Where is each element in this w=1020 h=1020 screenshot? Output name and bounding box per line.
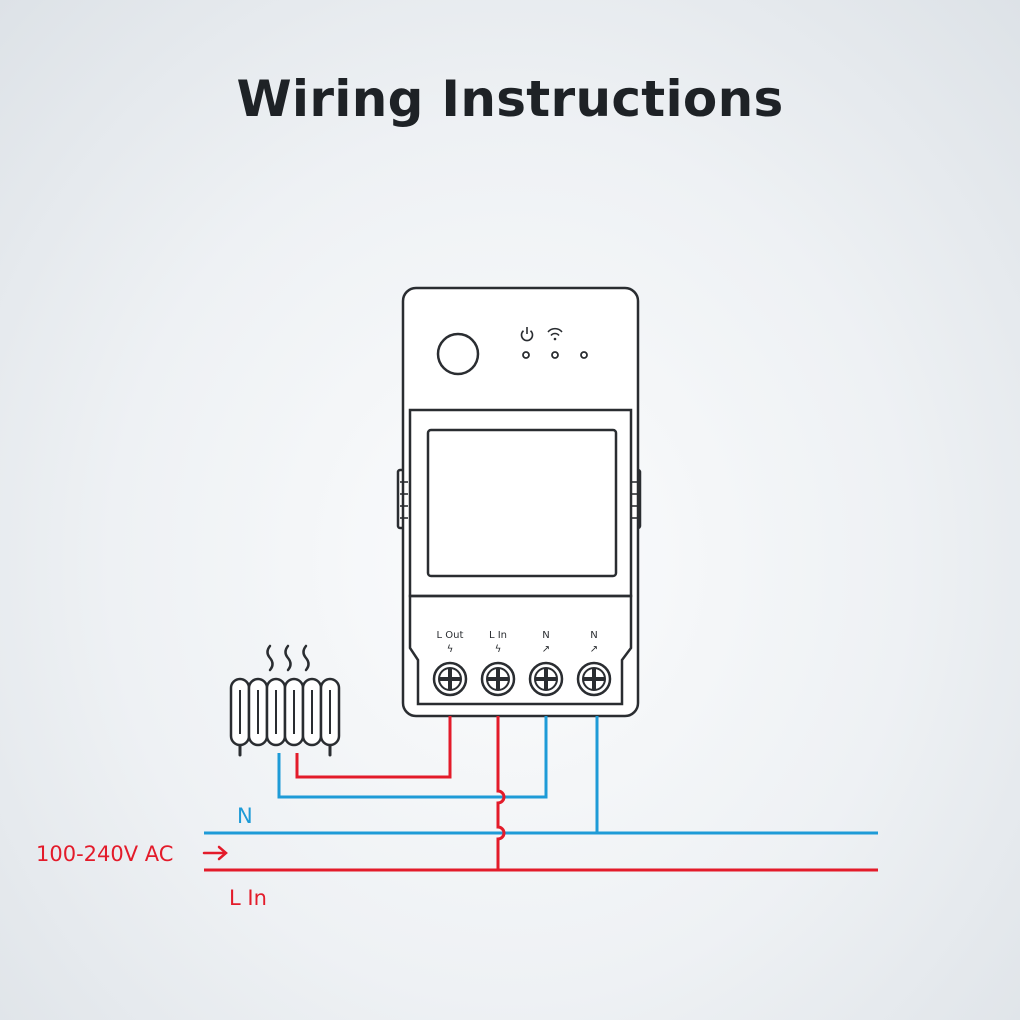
screw-terminals xyxy=(432,661,612,697)
terminal-label-n1: N xyxy=(542,630,549,641)
screw-terminal-icon xyxy=(480,661,516,697)
lightning-icon: ϟ xyxy=(447,644,454,655)
arrow-right-icon xyxy=(202,845,228,861)
wifi-icon xyxy=(547,327,563,341)
page-title: Wiring Instructions xyxy=(236,70,784,128)
power-icon xyxy=(520,327,534,342)
neutral-symbol-icon: ↗ xyxy=(590,644,598,655)
heater-icon xyxy=(229,644,341,757)
lightning-icon: ϟ xyxy=(495,644,502,655)
led-power xyxy=(522,351,530,359)
display-screen xyxy=(426,428,618,578)
led-indicators xyxy=(522,351,588,359)
terminal-label-l-out: L Out xyxy=(437,630,464,641)
wire-lout-to-heater xyxy=(295,716,452,779)
supply-voltage-label: 100-240V AC xyxy=(36,842,173,866)
neutral-line-label: N xyxy=(237,804,253,828)
wire-lin-to-live xyxy=(496,716,506,870)
wires xyxy=(204,716,878,872)
neutral-symbol-icon: ↗ xyxy=(542,644,550,655)
terminal-symbols: ϟ ϟ ↗ ↗ xyxy=(447,644,599,655)
terminal-labels: L Out L In N N xyxy=(437,630,598,641)
terminal-label-l-in: L In xyxy=(489,630,507,641)
terminal-block xyxy=(408,594,633,706)
screw-terminal-icon xyxy=(528,661,564,697)
wire-n1-to-heater xyxy=(277,716,548,799)
pairing-button xyxy=(436,332,480,376)
smart-switch-device xyxy=(396,286,642,718)
screw-terminal-icon xyxy=(432,661,468,697)
screw-terminal-icon xyxy=(576,661,612,697)
terminal-label-n2: N xyxy=(590,630,597,641)
clip-ribs xyxy=(400,481,638,519)
led-status xyxy=(580,351,588,359)
live-line-label: L In xyxy=(229,886,267,910)
led-wifi xyxy=(551,351,559,359)
